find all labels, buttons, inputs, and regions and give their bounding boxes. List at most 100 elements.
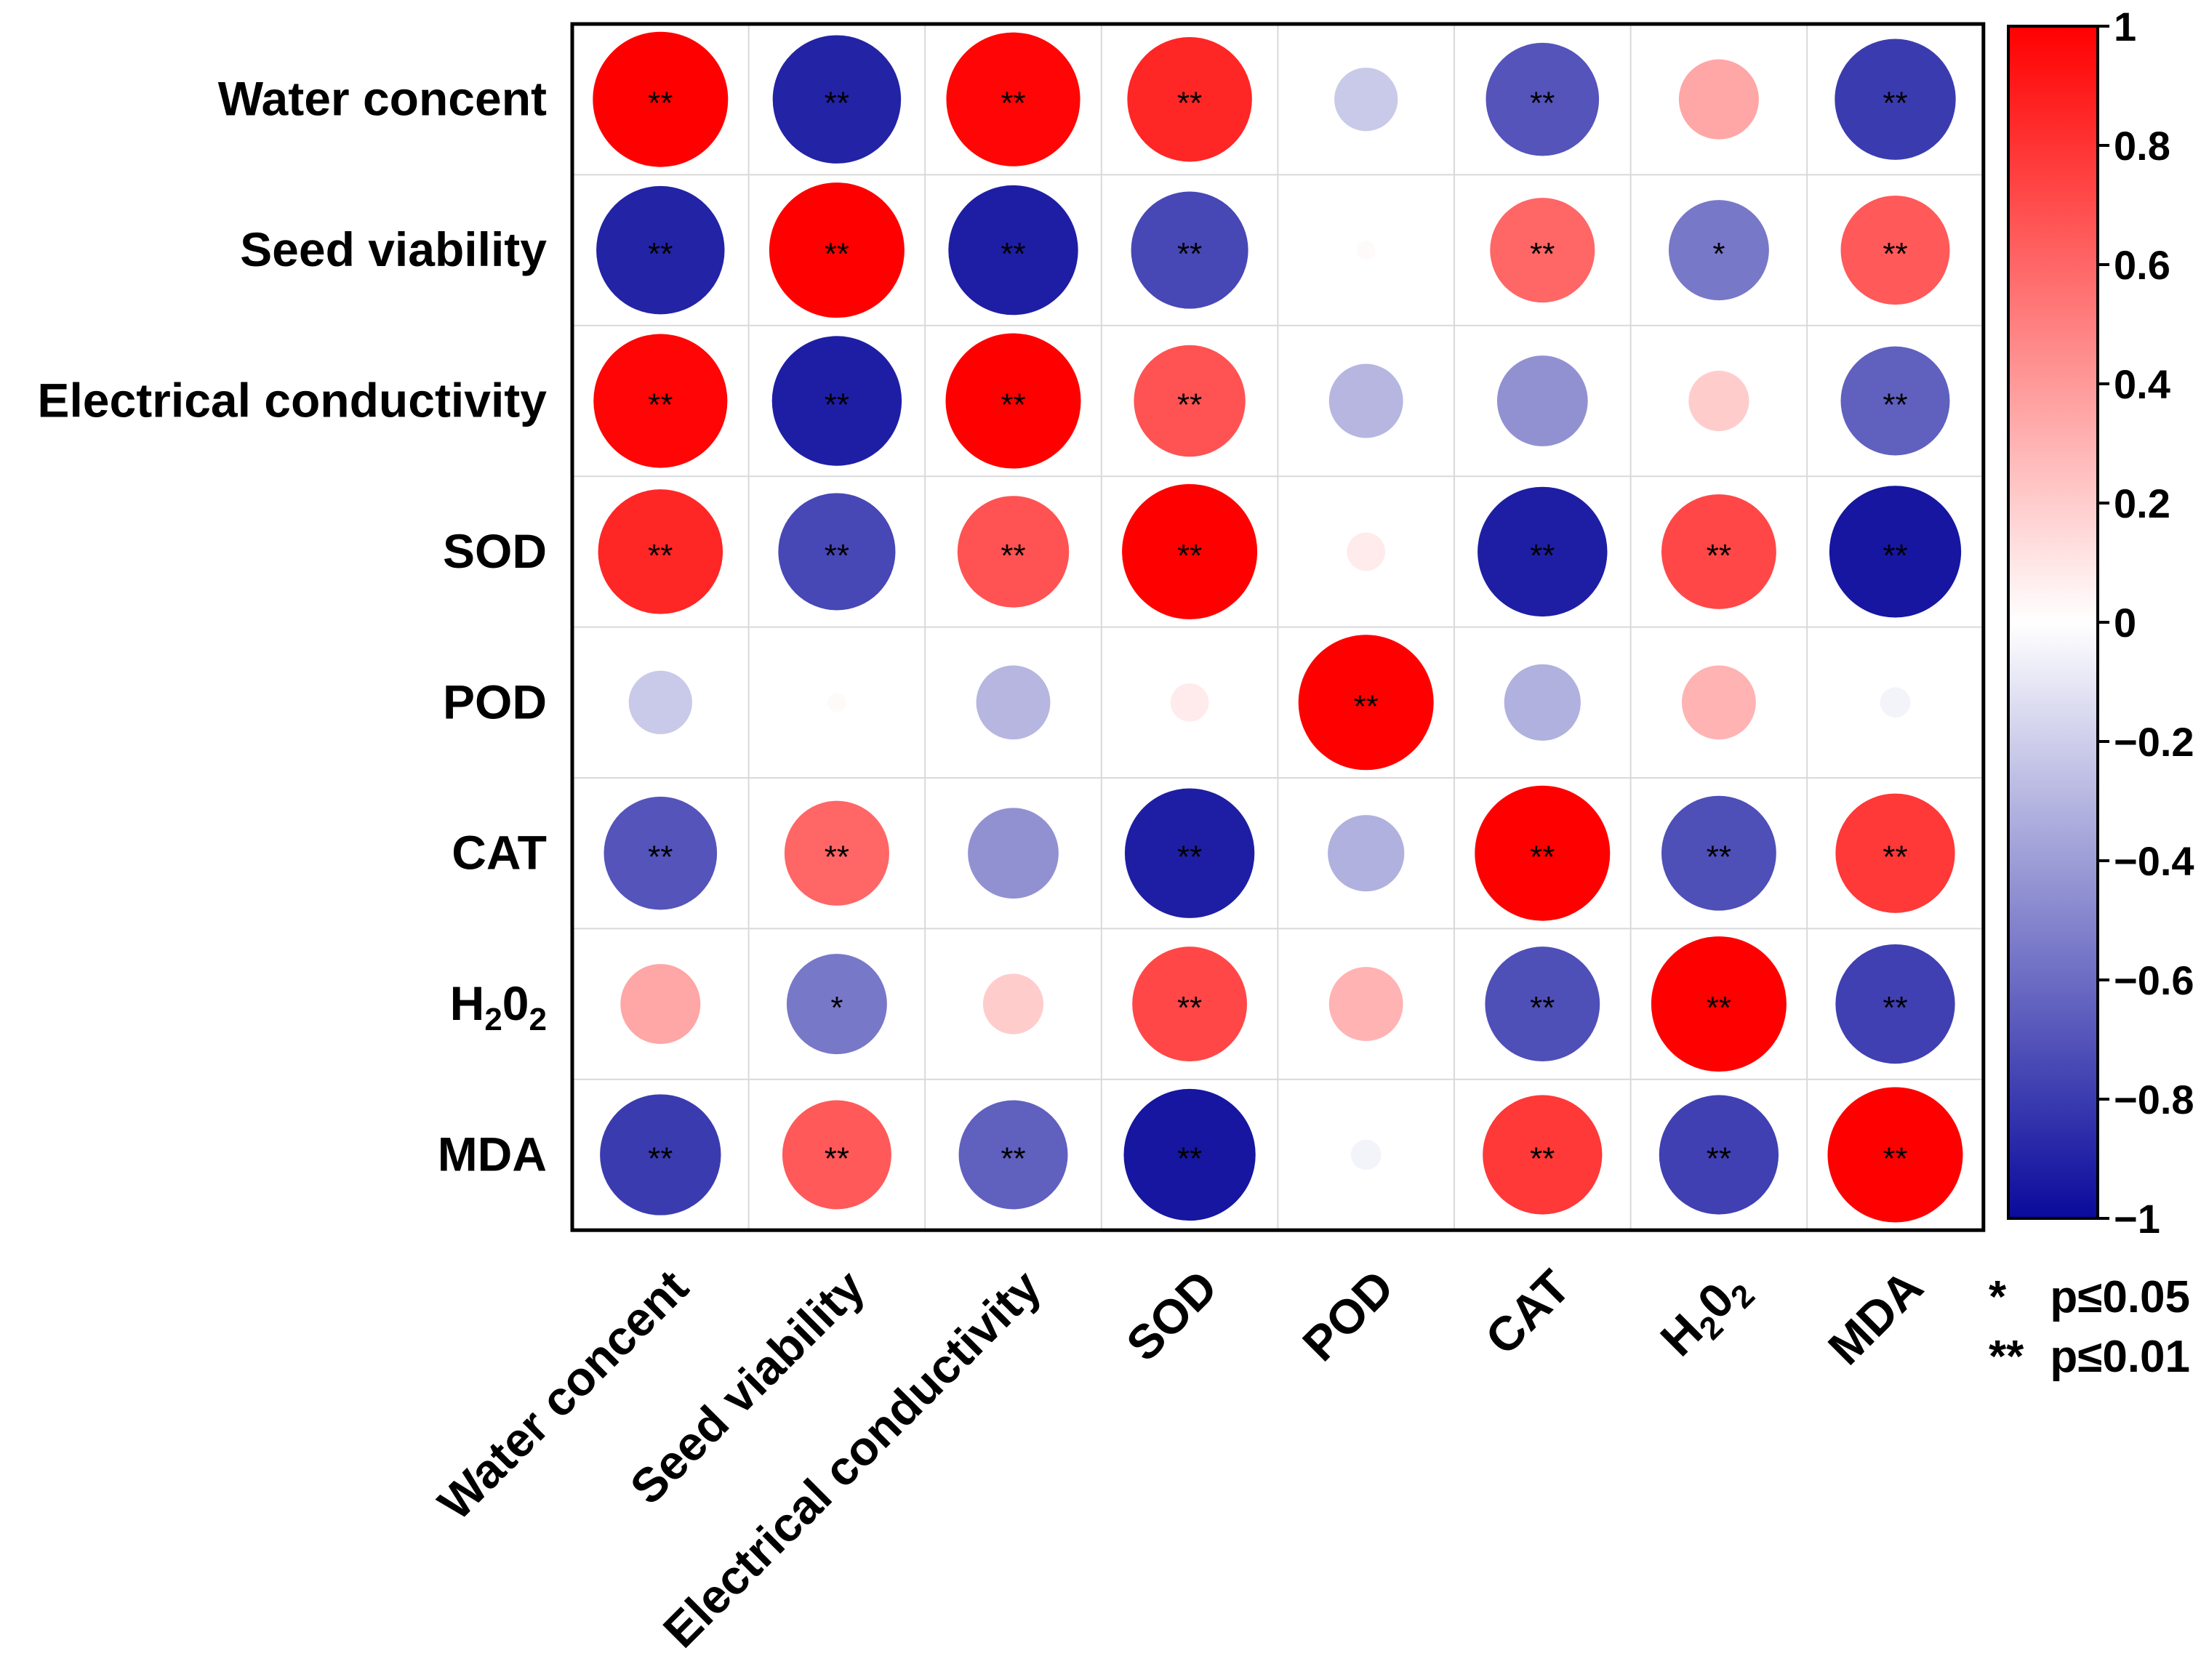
correlation-circle (827, 693, 847, 712)
correlation-circle (1668, 200, 1769, 301)
correlation-circle (786, 954, 887, 1055)
correlation-circle (1298, 635, 1434, 771)
significance-marker: ** (1707, 538, 1731, 574)
significance-marker: ** (1001, 1141, 1025, 1177)
correlation-circle (1475, 785, 1611, 921)
colorbar-tick-label: 0.4 (2114, 361, 2170, 407)
correlation-circle (620, 964, 701, 1045)
correlation-circle (1132, 946, 1248, 1062)
correlation-circle (628, 670, 692, 734)
significance-marker: ** (1177, 840, 1202, 875)
correlation-circle (769, 182, 905, 318)
significance-marker: ** (1530, 538, 1555, 574)
significance-marker: ** (1530, 840, 1555, 875)
significance-marker: ** (1883, 990, 1907, 1026)
significance-marker: ** (825, 236, 849, 272)
significance-marker: ** (648, 86, 673, 121)
column-label: H202 (1650, 1260, 1762, 1372)
significance-marker: ** (825, 840, 849, 875)
row-label: MDA (438, 1128, 547, 1181)
correlation-circle (1835, 944, 1955, 1064)
colorbar-tick-label: 0 (2114, 600, 2136, 646)
colorbar-tick-label: 0.8 (2114, 123, 2170, 169)
significance-marker: ** (1177, 990, 1202, 1026)
correlation-circle (1478, 486, 1608, 617)
correlation-circle (1661, 494, 1776, 609)
correlation-circle (1504, 664, 1581, 741)
significance-marker: ** (1177, 1141, 1202, 1177)
column-label: MDA (1818, 1260, 1933, 1375)
significance-marker: ** (1530, 86, 1555, 121)
significance-marker: ** (1177, 387, 1202, 423)
significance-marker: ** (1707, 990, 1731, 1026)
significance-marker: ** (1177, 538, 1202, 574)
correlation-circle (1347, 532, 1386, 571)
correlation-circle (1124, 788, 1255, 918)
correlation-circle (1170, 683, 1209, 722)
correlation-circle (958, 1100, 1068, 1210)
plot-frame (570, 22, 1986, 1232)
significance-markers: ****************************************… (648, 86, 1907, 1177)
significance-marker: ** (1177, 236, 1202, 272)
correlation-circle (1659, 1095, 1779, 1215)
significance-marker: ** (1883, 1141, 1907, 1177)
significance-legend: * p≤0.05 ** p≤0.01 (1989, 1272, 2190, 1382)
correlation-circle (1681, 665, 1756, 740)
row-label: CAT (452, 826, 547, 880)
colorbar: 10.80.60.40.20−0.2−0.4−0.6−0.8−1 (2007, 4, 2194, 1242)
legend-label: p≤0.05 (2050, 1272, 2190, 1322)
row-label: Electrical conductivity (37, 374, 547, 427)
significance-marker: ** (1707, 840, 1731, 875)
significance-marker: ** (1530, 1141, 1555, 1177)
correlation-circle (982, 973, 1044, 1034)
significance-marker: ** (648, 840, 673, 875)
correlation-circle (1328, 967, 1403, 1042)
colorbar-tick-label: 0.6 (2114, 242, 2170, 288)
legend-label: p≤0.01 (2050, 1332, 2190, 1382)
correlation-circle (1485, 946, 1600, 1062)
column-label: SOD (1116, 1260, 1227, 1371)
correlation-circle (778, 493, 896, 611)
column-label: POD (1292, 1260, 1403, 1371)
correlation-circle (1483, 1095, 1603, 1215)
correlation-circle (1835, 793, 1955, 913)
legend-symbol: ** (1989, 1332, 2024, 1382)
correlation-circle (1880, 687, 1911, 718)
significance-marker: ** (1354, 688, 1379, 724)
correlation-circle (593, 31, 729, 167)
correlation-circle (1334, 68, 1398, 132)
correlation-circle (1678, 59, 1759, 140)
significance-marker: ** (648, 387, 673, 423)
correlation-circle (596, 185, 725, 315)
correlation-circle (946, 32, 1081, 166)
correlation-circle (1134, 345, 1246, 457)
correlation-circle (1123, 1088, 1256, 1221)
grid-lines (572, 24, 1984, 1231)
row-label: Water concent (218, 72, 547, 126)
correlation-circle (593, 334, 728, 468)
significance-marker: ** (1001, 538, 1025, 574)
colorbar-tick-label: −0.6 (2114, 957, 2194, 1003)
correlation-circle (600, 1094, 721, 1215)
correlation-circle (1328, 815, 1405, 892)
significance-marker: ** (1883, 236, 1907, 272)
significance-marker: ** (825, 1141, 849, 1177)
correlation-circle (1131, 191, 1248, 309)
correlation-circle (948, 185, 1078, 315)
significance-marker: ** (1001, 387, 1025, 423)
colorbar-tick-label: −0.2 (2114, 719, 2194, 765)
correlation-circle (1840, 196, 1950, 305)
correlation-circle (604, 796, 718, 910)
significance-marker: ** (1883, 840, 1907, 875)
legend-symbol: * (1989, 1272, 2007, 1322)
significance-marker: ** (1883, 86, 1907, 121)
correlation-circle (1840, 346, 1950, 456)
significance-marker: ** (1001, 236, 1025, 272)
correlation-circle (782, 1100, 891, 1210)
correlation-circle (1356, 240, 1376, 260)
significance-marker: * (1712, 236, 1725, 272)
colorbar-tick-label: 0.2 (2114, 481, 2170, 526)
